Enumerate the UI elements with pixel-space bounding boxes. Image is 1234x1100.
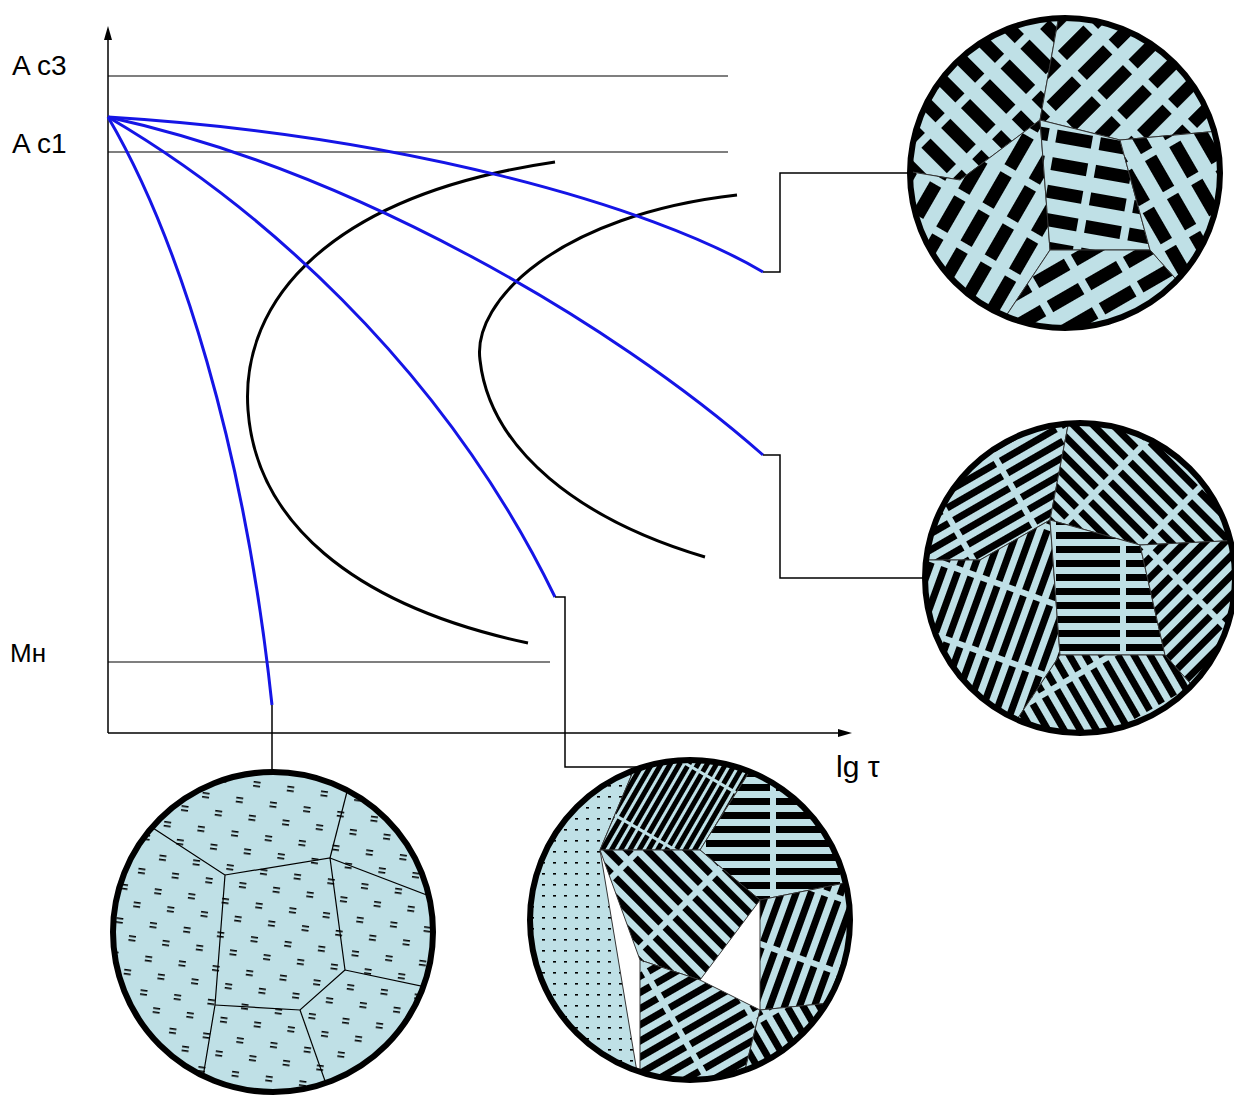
axes [108, 36, 842, 733]
start-curve [248, 162, 555, 643]
ac1-line [108, 151, 728, 152]
micrograph-frame [113, 772, 433, 1092]
grain [740, 1000, 860, 1090]
leader-lines [272, 173, 927, 776]
critical-lines [108, 76, 728, 662]
cooling-curve [108, 117, 763, 455]
micrograph-frame [925, 423, 1234, 733]
axis-label: lg τ [836, 752, 880, 782]
ac3-line [108, 75, 728, 76]
cooling-curve [108, 117, 272, 705]
axis-arrow [104, 26, 112, 40]
leader-line [763, 455, 927, 578]
grain [1050, 520, 1165, 655]
grain [1040, 10, 1230, 140]
axis-arrow [838, 729, 852, 737]
martensite-start-label: Mн [10, 640, 46, 666]
temperature-axis [107, 36, 109, 733]
grain-field [110, 770, 440, 1100]
grain-boundary [215, 858, 345, 1010]
cooling-curves [108, 117, 763, 705]
time-axis [108, 732, 842, 734]
grain [600, 850, 760, 980]
ms-line [108, 661, 550, 662]
mixed-structure [525, 755, 860, 1090]
cooling-curve [108, 117, 763, 272]
finish-curve [479, 195, 737, 557]
leader-line [763, 173, 912, 272]
leader-line [555, 597, 680, 767]
leader-line [271, 705, 273, 776]
critical-point-label: A c1 [12, 130, 66, 158]
critical-point-label: A c3 [12, 52, 66, 80]
martensite [110, 770, 440, 1100]
coarse-pearlite [900, 10, 1230, 340]
fine-pearlite [915, 415, 1234, 745]
micrograph-frame [530, 760, 850, 1080]
c-curves [248, 162, 737, 643]
micrograph-frame [910, 18, 1220, 328]
